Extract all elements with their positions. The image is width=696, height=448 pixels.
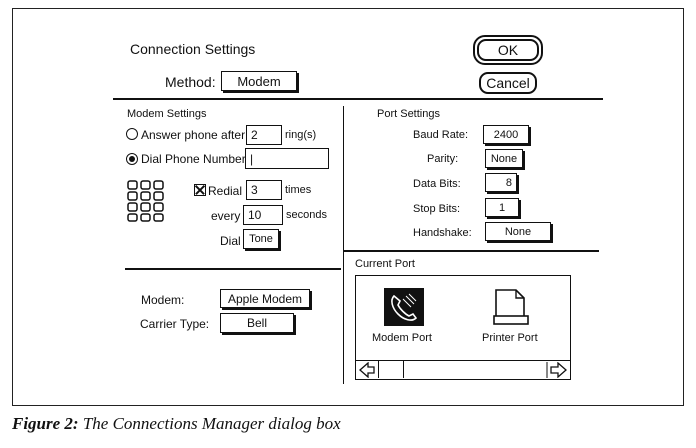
modem-divider <box>125 268 341 270</box>
databits-label: Data Bits: <box>413 178 461 190</box>
carrier-popup[interactable]: Bell <box>220 313 294 333</box>
port-scrollbar[interactable] <box>356 360 570 379</box>
port-settings-header: Port Settings <box>377 108 440 120</box>
cancel-button[interactable]: Cancel <box>479 72 537 94</box>
modem-settings-header: Modem Settings <box>127 108 207 120</box>
every-label: every <box>211 209 241 223</box>
modem-port-label[interactable]: Modem Port <box>372 332 432 344</box>
baud-popup[interactable]: 2400 <box>483 125 529 144</box>
keypad-icon <box>127 180 164 222</box>
section-divider <box>343 106 344 384</box>
ok-button[interactable]: OK <box>477 39 539 61</box>
header-divider <box>113 98 603 100</box>
parity-popup[interactable]: None <box>485 149 523 168</box>
parity-label: Parity: <box>427 153 459 165</box>
databits-popup[interactable]: 8 <box>485 173 517 192</box>
times-suffix: times <box>285 184 312 196</box>
current-port-list: Modem Port Printer Port <box>355 275 571 380</box>
dialog-title: Connection Settings <box>130 41 256 57</box>
scroll-thumb[interactable] <box>378 361 404 378</box>
dial-mode-popup[interactable]: Tone <box>243 229 279 249</box>
every-seconds-input[interactable]: 10 <box>243 205 283 225</box>
seconds-suffix: seconds <box>286 209 327 221</box>
carrier-label: Carrier Type: <box>140 317 210 331</box>
figure-caption: Figure 2: The Connections Manager dialog… <box>12 414 341 434</box>
rings-suffix: ring(s) <box>285 129 317 141</box>
scroll-right-icon[interactable] <box>546 362 568 378</box>
dial-radio[interactable] <box>126 153 138 165</box>
phone-icon[interactable] <box>384 288 424 326</box>
answer-label: Answer phone after <box>141 128 246 142</box>
handshake-label: Handshake: <box>413 227 472 239</box>
method-label: Method: <box>165 74 216 90</box>
answer-radio[interactable] <box>126 128 138 140</box>
port-divider <box>343 250 599 252</box>
method-popup[interactable]: Modem <box>221 71 297 91</box>
handshake-popup[interactable]: None <box>485 222 551 241</box>
connection-settings-dialog: Connection Settings Method: Modem OK Can… <box>12 8 684 406</box>
modem-label: Modem: <box>141 293 185 307</box>
stopbits-popup[interactable]: 1 <box>485 198 519 217</box>
ok-button-outline <box>473 35 543 65</box>
dial-number-input[interactable]: | <box>245 148 329 169</box>
dial-mode-label: Dial <box>220 234 241 248</box>
printer-port-label[interactable]: Printer Port <box>482 332 538 344</box>
answer-rings-input[interactable]: 2 <box>246 125 282 145</box>
redial-label: Redial <box>208 184 243 198</box>
dial-label: Dial Phone Number <box>141 152 246 166</box>
current-port-header: Current Port <box>355 258 415 270</box>
redial-times-input[interactable]: 3 <box>246 180 282 200</box>
printer-icon[interactable] <box>492 288 530 328</box>
modem-popup[interactable]: Apple Modem <box>220 289 310 308</box>
baud-label: Baud Rate: <box>413 129 469 141</box>
redial-checkbox[interactable] <box>194 184 206 196</box>
caption-prefix: Figure 2: <box>12 414 79 433</box>
stopbits-label: Stop Bits: <box>413 203 461 215</box>
scroll-left-icon[interactable] <box>358 362 376 378</box>
caption-text: The Connections Manager dialog box <box>82 414 341 433</box>
